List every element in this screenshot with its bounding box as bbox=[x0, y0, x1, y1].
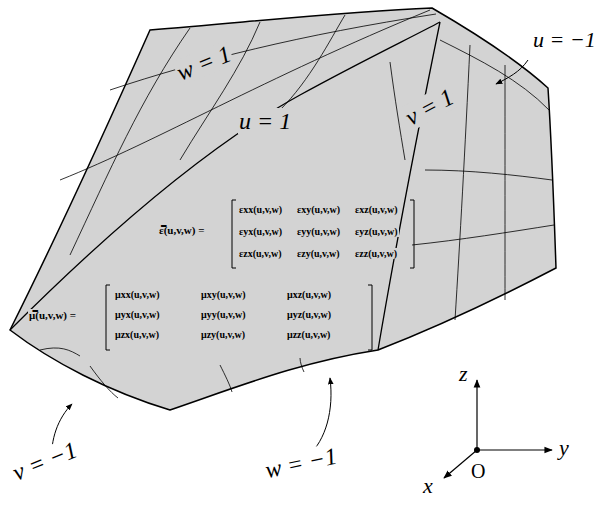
matrix-entry: εxx(u,v,w) bbox=[238, 204, 283, 215]
axis-label: y bbox=[558, 436, 570, 460]
matrix-entry: εyy(u,v,w) bbox=[296, 226, 341, 237]
matrix-entry: εxy(u,v,w) bbox=[296, 204, 341, 215]
matrix-entry: εzz(u,v,w) bbox=[354, 248, 398, 259]
face-label: v = −1 bbox=[8, 436, 82, 486]
matrix-name: μ̿(u,v,w) = bbox=[28, 309, 77, 321]
matrix-entry: εyz(u,v,w) bbox=[354, 226, 399, 237]
matrix-entry: μzx(u,v,w) bbox=[114, 329, 160, 340]
axis-label: z bbox=[458, 362, 469, 386]
face-label: w = −1 bbox=[262, 443, 340, 484]
matrix-entry: μyz(u,v,w) bbox=[286, 309, 332, 320]
face-label: u = 1 bbox=[238, 108, 292, 134]
origin-label: O bbox=[470, 460, 486, 482]
matrix-entry: μzz(u,v,w) bbox=[286, 329, 331, 340]
matrix-entry: εzy(u,v,w) bbox=[296, 248, 341, 259]
matrix-entry: μxx(u,v,w) bbox=[114, 289, 161, 300]
matrix-entry: εyx(u,v,w) bbox=[238, 226, 283, 237]
matrix-entry: μxy(u,v,w) bbox=[200, 289, 247, 300]
matrix-entry: εzx(u,v,w) bbox=[238, 248, 283, 259]
axis-label: x bbox=[422, 474, 434, 498]
matrix-name: ε̿(u,v,w) = bbox=[158, 224, 206, 236]
matrix-entry: μyy(u,v,w) bbox=[200, 309, 247, 320]
matrix-entry: μzy(u,v,w) bbox=[200, 329, 246, 340]
matrix-entry: μxz(u,v,w) bbox=[286, 289, 332, 300]
face-label: u = −1 bbox=[532, 28, 597, 52]
matrix-entry: εxz(u,v,w) bbox=[354, 204, 399, 215]
matrix-entry: μyx(u,v,w) bbox=[114, 309, 161, 320]
